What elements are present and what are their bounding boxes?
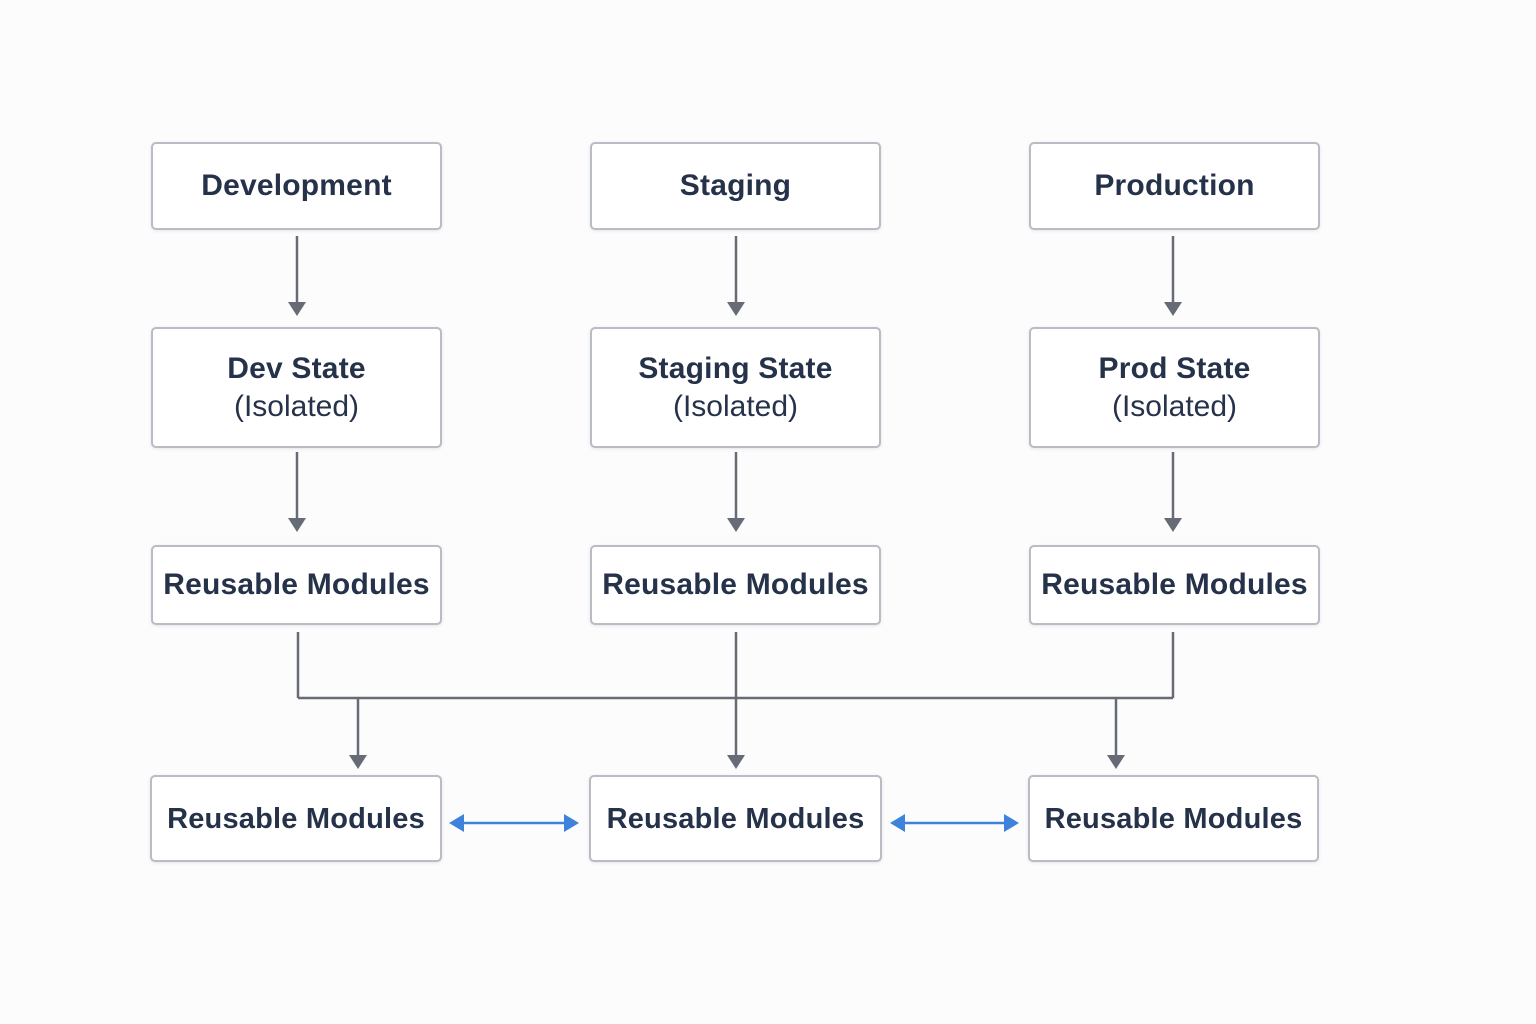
shared-modules-box-right: Reusable Modules	[1028, 775, 1319, 862]
arrowhead	[288, 302, 306, 316]
modules-box-prod: Reusable Modules	[1029, 545, 1320, 625]
environment-label: Staging	[679, 169, 792, 202]
state-note: (Isolated)	[672, 389, 799, 423]
environment-label: Production	[1094, 169, 1255, 202]
arrowhead	[727, 518, 745, 532]
state-box-prod: Prod State (Isolated)	[1029, 327, 1320, 448]
arrowhead	[564, 814, 579, 832]
arrowhead	[727, 302, 745, 316]
arrowhead	[727, 755, 745, 769]
arrowhead	[1164, 302, 1182, 316]
environment-box-staging: Staging	[590, 142, 881, 230]
arrowhead	[288, 518, 306, 532]
state-box-dev: Dev State (Isolated)	[151, 327, 442, 448]
environment-box-development: Development	[151, 142, 442, 230]
shared-modules-label: Reusable Modules	[167, 802, 425, 835]
state-note: (Isolated)	[233, 389, 360, 423]
state-title: Dev State	[227, 351, 366, 385]
shared-modules-label: Reusable Modules	[1044, 802, 1303, 835]
arrowhead	[890, 814, 905, 832]
modules-label: Reusable Modules	[1041, 568, 1308, 601]
modules-label: Reusable Modules	[163, 568, 430, 601]
state-box-staging: Staging State (Isolated)	[590, 327, 881, 448]
modules-box-dev: Reusable Modules	[151, 545, 442, 625]
environment-label: Development	[201, 169, 392, 202]
arrowhead	[1004, 814, 1019, 832]
shared-modules-box-left: Reusable Modules	[150, 775, 442, 862]
shared-modules-label: Reusable Modules	[606, 802, 865, 835]
arrowhead	[1107, 755, 1125, 769]
modules-box-staging: Reusable Modules	[590, 545, 881, 625]
state-title: Prod State	[1098, 351, 1251, 385]
modules-label: Reusable Modules	[602, 568, 869, 601]
shared-modules-box-center: Reusable Modules	[589, 775, 882, 862]
state-title: Staging State	[638, 351, 833, 385]
state-note: (Isolated)	[1111, 389, 1238, 423]
arrowhead	[1164, 518, 1182, 532]
environment-box-production: Production	[1029, 142, 1320, 230]
arrowhead	[349, 755, 367, 769]
arrowhead	[449, 814, 464, 832]
